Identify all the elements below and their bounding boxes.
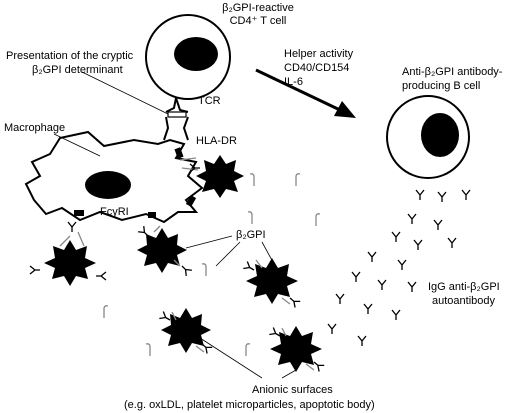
beta2gpi-icon [249, 173, 255, 187]
helper-label-line1: Helper activity [284, 48, 354, 60]
beta2gpi-icon [245, 343, 251, 357]
antibody-icon [391, 309, 401, 321]
antibody-icon [178, 262, 193, 277]
bound-beta2gpi [179, 157, 199, 171]
antibody-icon [335, 293, 345, 305]
antibody-icon [357, 335, 367, 347]
antigen-peptide [167, 111, 187, 118]
anionic-surfaces [44, 155, 322, 372]
antibody-icon [413, 239, 423, 251]
anionic-surface-icon [137, 228, 187, 273]
bound-beta2gpi [59, 231, 85, 247]
macrophage-label: Macrophage [4, 122, 65, 134]
helper-label-line3: IL-6 [284, 76, 303, 88]
antibody-icon [367, 251, 377, 263]
fc-receptor [148, 212, 156, 218]
presentation-label-line1: Presentation of the cryptic [6, 50, 134, 62]
hla-label: HLA-DR [196, 135, 237, 147]
bound-complexes [29, 157, 325, 373]
antibody-icon [351, 271, 361, 283]
presentation-label-line2: β₂GPI determinant [32, 64, 123, 76]
t-cell-nucleus [174, 37, 218, 71]
antibody-icon [447, 237, 457, 249]
beta2gpi-icon [295, 173, 301, 187]
macrophage-nucleus [85, 171, 131, 199]
anionic-label-line1: Anionic surfaces [252, 384, 333, 396]
t-cell-label-line1: β₂GPI-reactive [222, 2, 294, 14]
anionic-surface-icon [44, 240, 96, 286]
igg-label-line1: IgG anti-β₂GPI [428, 281, 500, 293]
anionic-pointer [199, 337, 263, 379]
anionic-surface-icon [161, 308, 211, 353]
helper-arrowhead [334, 101, 356, 118]
tcr-receptor [165, 97, 189, 113]
hla-dr-molecule [163, 116, 189, 141]
antibody-icon [363, 303, 373, 315]
antibody-icon [433, 219, 443, 231]
helper-label-line2: CD40/CD154 [284, 62, 349, 74]
anionic-surface-icon [270, 326, 322, 372]
t-cell [145, 14, 231, 100]
beta2gpi-pointer [215, 241, 241, 267]
anionic-surface-icon [196, 155, 244, 198]
fc-receptor [185, 195, 197, 207]
antibody-icon [242, 260, 257, 275]
macrophage [24, 130, 204, 224]
helper-activity-arrow [255, 68, 341, 112]
antibody-icon [377, 279, 387, 291]
antibody-icon [29, 265, 41, 275]
beta2gpi-icon [201, 263, 207, 277]
beta2gpi-icon [103, 305, 109, 319]
antibody-icon [391, 231, 401, 243]
b-cell-label-line2: producing B cell [402, 80, 480, 92]
presentation-pointer [81, 71, 169, 115]
macrophage-pointer [53, 133, 101, 157]
b-cell-nucleus [421, 113, 459, 157]
beta2gpi-icon [247, 211, 253, 225]
t-cell-label-line2: CD4⁺ T cell [230, 15, 287, 27]
beta2gpi-label: β₂GPI [236, 229, 266, 241]
anionic-label-line2: (e.g. oxLDL, platelet microparticles, ap… [124, 399, 375, 411]
antibody-icon [158, 310, 173, 325]
antibody-icon [67, 221, 77, 233]
b-cell [386, 95, 470, 179]
anionic-pointer [281, 369, 297, 379]
tcr-label: TCR [198, 95, 221, 107]
antibody-icon [95, 271, 107, 281]
beta2gpi-pointer [185, 235, 233, 249]
igg-antibodies [327, 189, 471, 347]
anionic-surface-icon [246, 258, 298, 304]
tcr-hla-complex [163, 97, 189, 141]
antibody-icon [407, 213, 417, 225]
antibody-icon [437, 191, 447, 203]
fc-receptor [74, 210, 84, 216]
beta2gpi-icon [145, 343, 151, 357]
antibody-icon [327, 323, 337, 335]
beta2gpi-icon [315, 213, 321, 227]
antibody-icon [407, 281, 417, 293]
bound-beta2gpi [153, 225, 315, 371]
fc-receptor [174, 147, 184, 159]
igg-label-line2: autoantibody [432, 295, 495, 307]
fcr-label: FcγRI [100, 206, 129, 218]
b-cell-label-line1: Anti-β₂GPI antibody- [402, 66, 503, 78]
antibody-icon [415, 189, 425, 201]
antibody-icon [397, 259, 407, 271]
antibody-icon [461, 189, 471, 201]
